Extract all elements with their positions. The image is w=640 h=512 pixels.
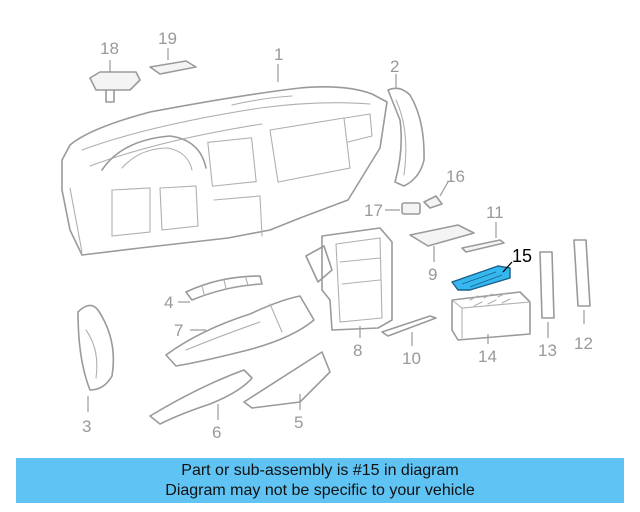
callout-7: 7 (174, 321, 183, 340)
part-7-lower-panel (165, 295, 315, 367)
part-15-highlighted (451, 265, 511, 291)
info-banner: Part or sub-assembly is #15 in diagram D… (16, 458, 624, 503)
callout-6: 6 (212, 423, 221, 442)
callout-2: 2 (390, 57, 399, 76)
part-19-cover (149, 60, 197, 75)
callout-1: 1 (274, 45, 283, 64)
part-3-side-cover (77, 304, 115, 391)
callout-12: 12 (574, 334, 593, 353)
part-14-storage-box (451, 291, 531, 341)
callout-14: 14 (478, 347, 497, 366)
part-5-panel (243, 351, 331, 409)
callout-3: 3 (82, 417, 91, 436)
part-8-center-bracket (305, 227, 393, 331)
parts-diagram: 1 2 3 4 5 6 7 8 9 10 11 12 13 14 15 16 1… (61, 29, 593, 442)
callout-11: 11 (486, 203, 504, 222)
part-11-trim (461, 239, 505, 253)
banner-line-1: Part or sub-assembly is #15 in diagram (181, 461, 459, 479)
part-4-bracket (185, 275, 263, 301)
part-9-panel (409, 224, 475, 247)
callout-8: 8 (353, 341, 362, 360)
part-10-trim-strip (381, 315, 437, 337)
part-2-end-cap (387, 87, 425, 187)
callout-15: 15 (512, 246, 532, 266)
callout-labels: 1 2 3 4 5 6 7 8 9 10 11 12 13 14 15 16 1… (82, 29, 593, 442)
part-13-strip (539, 251, 555, 319)
callout-4: 4 (164, 293, 173, 312)
part-1-instrument-panel (61, 86, 388, 256)
callout-13: 13 (538, 341, 557, 360)
callout-17: 17 (364, 201, 383, 220)
callout-5: 5 (294, 413, 303, 432)
part-12-strip (573, 239, 591, 307)
callout-9: 9 (428, 265, 437, 284)
part-6-knee-bolster (149, 369, 253, 425)
part-16-clip (423, 195, 443, 209)
callout-18: 18 (100, 39, 119, 58)
callout-19: 19 (158, 29, 177, 48)
part-17-clip (401, 202, 421, 215)
banner-line-2: Diagram may not be specific to your vehi… (165, 481, 475, 499)
leader-lines (87, 48, 585, 420)
callout-16: 16 (446, 167, 465, 186)
part-18-switch (89, 71, 141, 103)
callout-10: 10 (402, 349, 421, 368)
